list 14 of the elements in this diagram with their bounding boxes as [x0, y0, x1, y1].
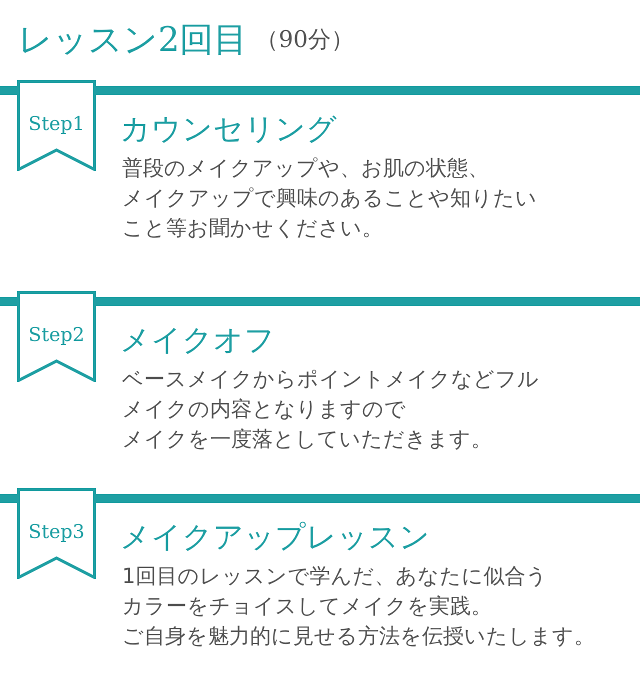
step-heading: メイクオフ — [120, 322, 275, 360]
step-heading: カウンセリング — [120, 111, 337, 149]
page-title: レッスン2回目 — [18, 19, 248, 61]
step-label: Step3 — [27, 520, 86, 544]
step-ribbon — [17, 291, 96, 382]
step-ribbon — [17, 80, 96, 171]
step-label: Step2 — [27, 323, 86, 347]
step-heading: メイクアップレッスン — [120, 519, 430, 557]
step-description: ベースメイクからポイントメイクなどフルメイクの内容となりますのでメイクを一度落としていただきます。 — [122, 366, 539, 453]
step-description: 普段のメイクアップや、お肌の状態、メイクアップで興味のあることや知りたいこと等お聞かせください。 — [122, 155, 537, 242]
duration-label: （90分） — [256, 26, 354, 55]
step-label: Step1 — [27, 112, 86, 136]
step-ribbon — [17, 488, 96, 579]
step-description: 1回目のレッスンで学んだ、あなたに似合うカラーをチョイスしてメイクを実践。ご自身を魅力的に見せる方法を伝授いたします。 — [122, 563, 595, 650]
